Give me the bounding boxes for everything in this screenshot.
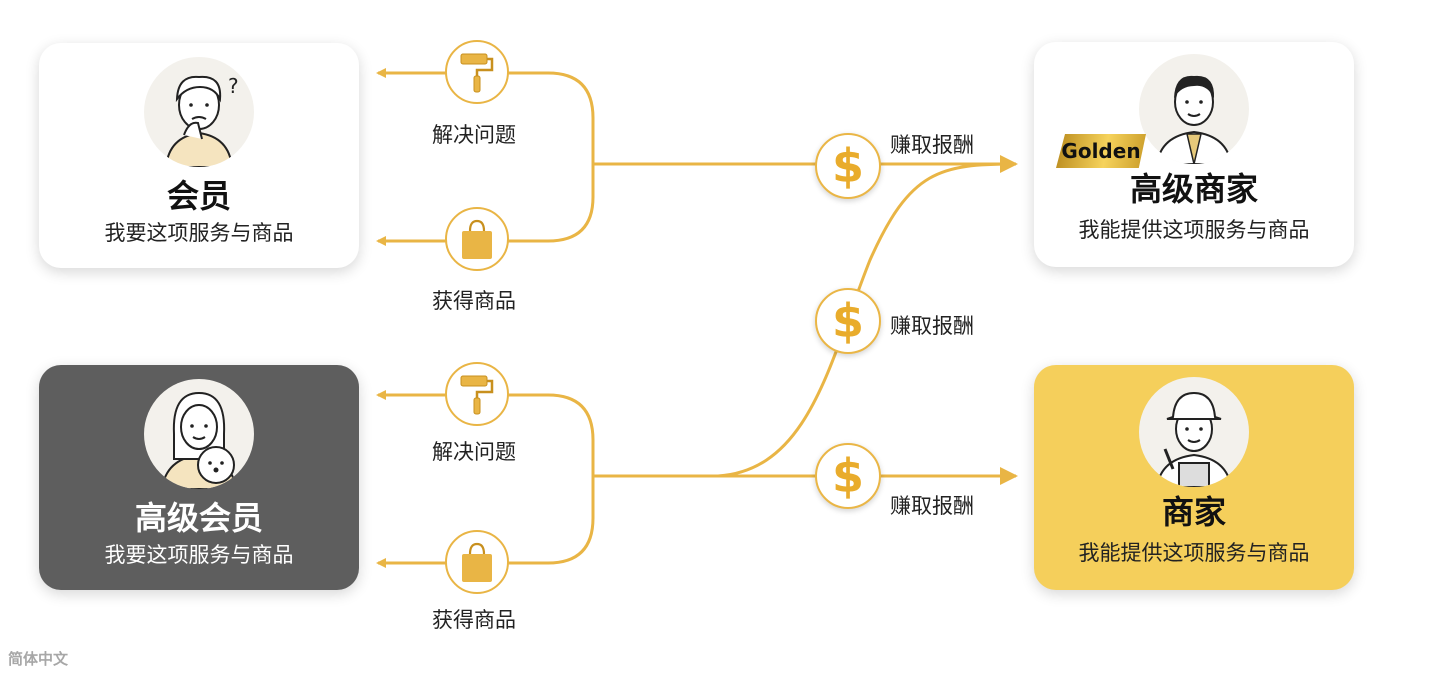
shopping-bag-icon bbox=[445, 530, 509, 594]
premium-merchant-title: 高级商家 bbox=[1129, 170, 1258, 208]
top-goods-connector bbox=[376, 164, 595, 246]
top-solve-label: 解决问题 bbox=[432, 123, 516, 147]
merchant-title: 商家 bbox=[1161, 493, 1226, 531]
member-card[interactable]: ? 会员 我要这项服务与商品 bbox=[39, 43, 359, 268]
earn-label-1: 赚取报酬 bbox=[890, 133, 974, 157]
premium-member-subtitle: 我要这项服务与商品 bbox=[104, 543, 294, 567]
bottom-goods-connector bbox=[376, 476, 595, 568]
earn-label-2: 赚取报酬 bbox=[890, 314, 974, 338]
bottom-solve-connector bbox=[376, 390, 1016, 478]
member-title: 会员 bbox=[166, 177, 231, 215]
worker-avatar bbox=[1139, 377, 1249, 487]
merchant-card[interactable]: 商家 我能提供这项服务与商品 bbox=[1034, 365, 1354, 590]
earn-label-3: 赚取报酬 bbox=[890, 494, 974, 518]
premium-member-card[interactable]: 高级会员 我要这项服务与商品 bbox=[39, 365, 359, 590]
premium-member-title: 高级会员 bbox=[134, 499, 263, 537]
merchant-subtitle: 我能提供这项服务与商品 bbox=[1078, 541, 1310, 565]
svg-text:?: ? bbox=[228, 74, 239, 98]
shopping-bag-icon bbox=[445, 207, 509, 271]
language-label[interactable]: 简体中文 bbox=[8, 650, 69, 668]
businessman-avatar bbox=[1139, 54, 1249, 164]
woman-with-dog-avatar bbox=[144, 379, 254, 489]
premium-merchant-subtitle: 我能提供这项服务与商品 bbox=[1078, 218, 1310, 242]
bottom-solve-label: 解决问题 bbox=[432, 440, 516, 464]
top-solve-connector bbox=[376, 68, 1016, 166]
paint-roller-icon bbox=[445, 362, 509, 426]
member-subtitle: 我要这项服务与商品 bbox=[104, 221, 294, 245]
golden-badge: Golden bbox=[1056, 134, 1146, 168]
thinking-man-avatar: ? bbox=[144, 57, 254, 167]
premium-merchant-card[interactable]: Golden 高级商家 我能提供这项服务与商品 bbox=[1034, 42, 1354, 267]
dollar-coin-icon: $ bbox=[815, 133, 881, 199]
top-goods-label: 获得商品 bbox=[432, 289, 516, 313]
arrow-to-merchant bbox=[1000, 467, 1018, 485]
paint-roller-icon bbox=[445, 40, 509, 104]
dollar-coin-icon: $ bbox=[815, 443, 881, 509]
bottom-goods-label: 获得商品 bbox=[432, 608, 516, 632]
dollar-coin-icon: $ bbox=[815, 288, 881, 354]
arrow-to-premium-merchant bbox=[1000, 155, 1018, 173]
premium-earn-connector bbox=[717, 162, 1017, 478]
